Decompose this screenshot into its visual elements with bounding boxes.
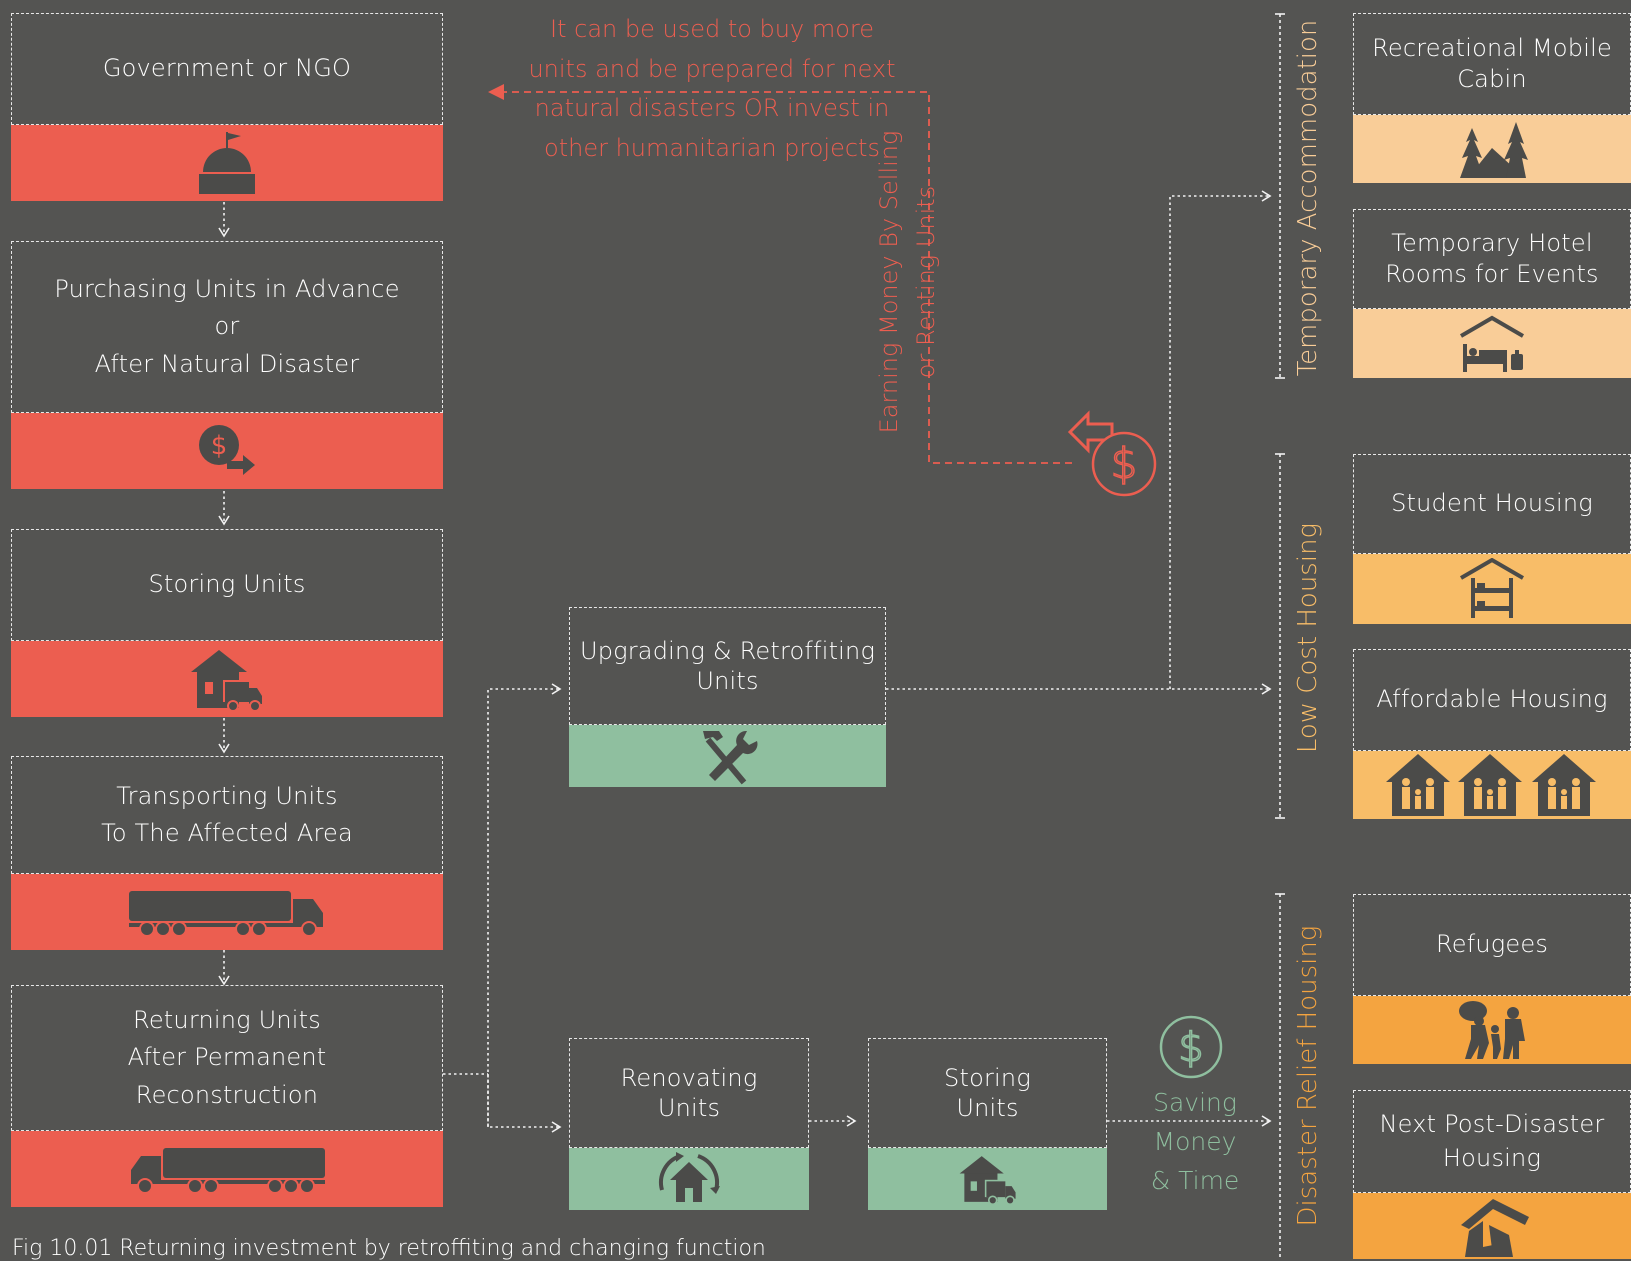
returning-line3: Reconstruction [135,1080,319,1109]
earning-money-label: Earning Money By Selling or Renting Unit… [871,131,945,434]
returning-band [11,1131,443,1207]
process-storing-line1: Storing [944,1064,1031,1092]
government-band [11,125,443,201]
process-storing-band [868,1148,1107,1210]
renovating-box: Renovating Units [569,1038,809,1148]
disaster-relief-housing-label: Disaster Relief Housing [1293,925,1323,1227]
connector-to-renovating [487,1074,562,1133]
renovating-line1: Renovating [620,1064,758,1092]
hammer-wrench-icon [702,730,757,785]
process-storing-box: Storing Units [868,1038,1107,1148]
transporting-line1: Transporting Units [116,781,338,810]
svg-text:$: $ [1178,1025,1203,1071]
post-disaster-box: Next Post-Disaster Housing [1353,1090,1631,1193]
cabin-band [1353,115,1631,183]
purchasing-line1: Purchasing Units in Advance [54,275,400,304]
cabin-line2: Cabin [1457,65,1527,93]
hotel-line1: Temporary Hotel [1391,228,1593,257]
storage-house-truck-icon [959,1156,1016,1205]
dollar-transfer-icon: $ [199,425,255,475]
hotel-line2: Rooms for Events [1385,260,1599,288]
earning-line2: or Renting Units [912,185,940,379]
saving-line1: Saving Money [1153,1088,1237,1156]
student-housing-label: Student Housing [1391,489,1593,518]
process-storing-line2: Units [956,1094,1019,1122]
transporting-box: Transporting Units To The Affected Area [11,756,443,874]
svg-text:$: $ [211,431,228,461]
hotel-box: Temporary Hotel Rooms for Events [1353,209,1631,309]
connector-to-temporary [1169,190,1272,689]
upgrading-band [569,725,886,787]
purchasing-line3: After Natural Disaster [94,349,360,378]
reinvest-note: It can be used to buy more units and be … [520,10,904,168]
money-arrow-head [488,84,504,100]
bunk-bed-icon [1459,558,1525,618]
government-building-icon [199,132,255,194]
post-disaster-line2: Housing [1442,1143,1542,1172]
collapsed-house-icon [1461,1199,1529,1257]
figure-caption: Fig 10.01 Returning investment by retrof… [12,1236,766,1261]
refugees-band [1353,996,1631,1064]
refugees-box: Refugees [1353,894,1631,996]
bed-luggage-icon [1459,315,1525,372]
reinvest-note-line: units and be prepared for next [528,54,896,83]
purchasing-band: $ [11,413,443,489]
earning-line1: Earning Money By Selling [874,130,903,434]
reinvest-note-line: natural disasters OR invest in [534,94,890,123]
truck-return-icon [131,1148,325,1194]
returning-line1: Returning Units [133,1006,321,1035]
cabin-trees-icon [1460,122,1528,178]
storage-house-truck-icon [191,650,262,712]
connector-to-upgrading [487,683,562,1127]
family-house-icon [1386,754,1596,816]
affordable-housing-band [1353,751,1631,819]
low-cost-housing-label: Low Cost Housing [1293,522,1323,754]
cabin-line1: Recreational Mobile [1372,33,1612,62]
government-label: Government or NGO [102,54,352,83]
cabin-box: Recreational Mobile Cabin [1353,13,1631,115]
transporting-line2: To The Affected Area [101,819,353,847]
renovating-band [569,1148,809,1210]
purchasing-line2: or [214,312,240,341]
refugees-icon [1459,1001,1525,1059]
upgrading-line1: Upgrading & Retroffiting [579,637,876,665]
renovating-line2: Units [657,1094,721,1122]
hotel-band [1353,309,1631,378]
student-housing-band [1353,554,1631,624]
transporting-band [11,874,443,950]
saving-money-icon: $ [1159,1015,1223,1079]
upgrading-box: Upgrading & Retroffiting Units [569,607,886,725]
post-disaster-band [1353,1193,1631,1259]
upgrading-line2: Units [696,667,759,695]
government-box: Government or NGO [11,13,443,125]
student-housing-box: Student Housing [1353,454,1631,554]
temporary-accommodation-label: Temporary Accommodation [1293,19,1323,377]
returning-line2: After Permanent [127,1043,327,1072]
storing-box: Storing Units [11,529,443,641]
refugees-label: Refugees [1435,930,1549,959]
svg-text:$: $ [1111,439,1138,488]
post-disaster-line1: Next Post-Disaster [1379,1109,1605,1138]
purchasing-box: Purchasing Units in Advance or After Nat… [11,241,443,413]
reinvest-note-line: other humanitarian projects [544,133,880,162]
storing-band [11,641,443,717]
saving-money-label: Saving Money & Time [1110,1084,1280,1200]
storing-label: Storing Units [148,570,306,599]
renovate-house-icon [658,1152,720,1202]
affordable-housing-label: Affordable Housing [1376,685,1608,714]
semi-truck-icon [129,891,323,937]
affordable-housing-box: Affordable Housing [1353,649,1631,751]
saving-line2: & Time [1150,1165,1240,1195]
reinvest-note-line: It can be used to buy more [550,15,874,43]
money-return-icon: $ [1068,410,1157,497]
connector-money-return [498,91,1072,464]
returning-box: Returning Units After Permanent Reconstr… [11,985,443,1131]
